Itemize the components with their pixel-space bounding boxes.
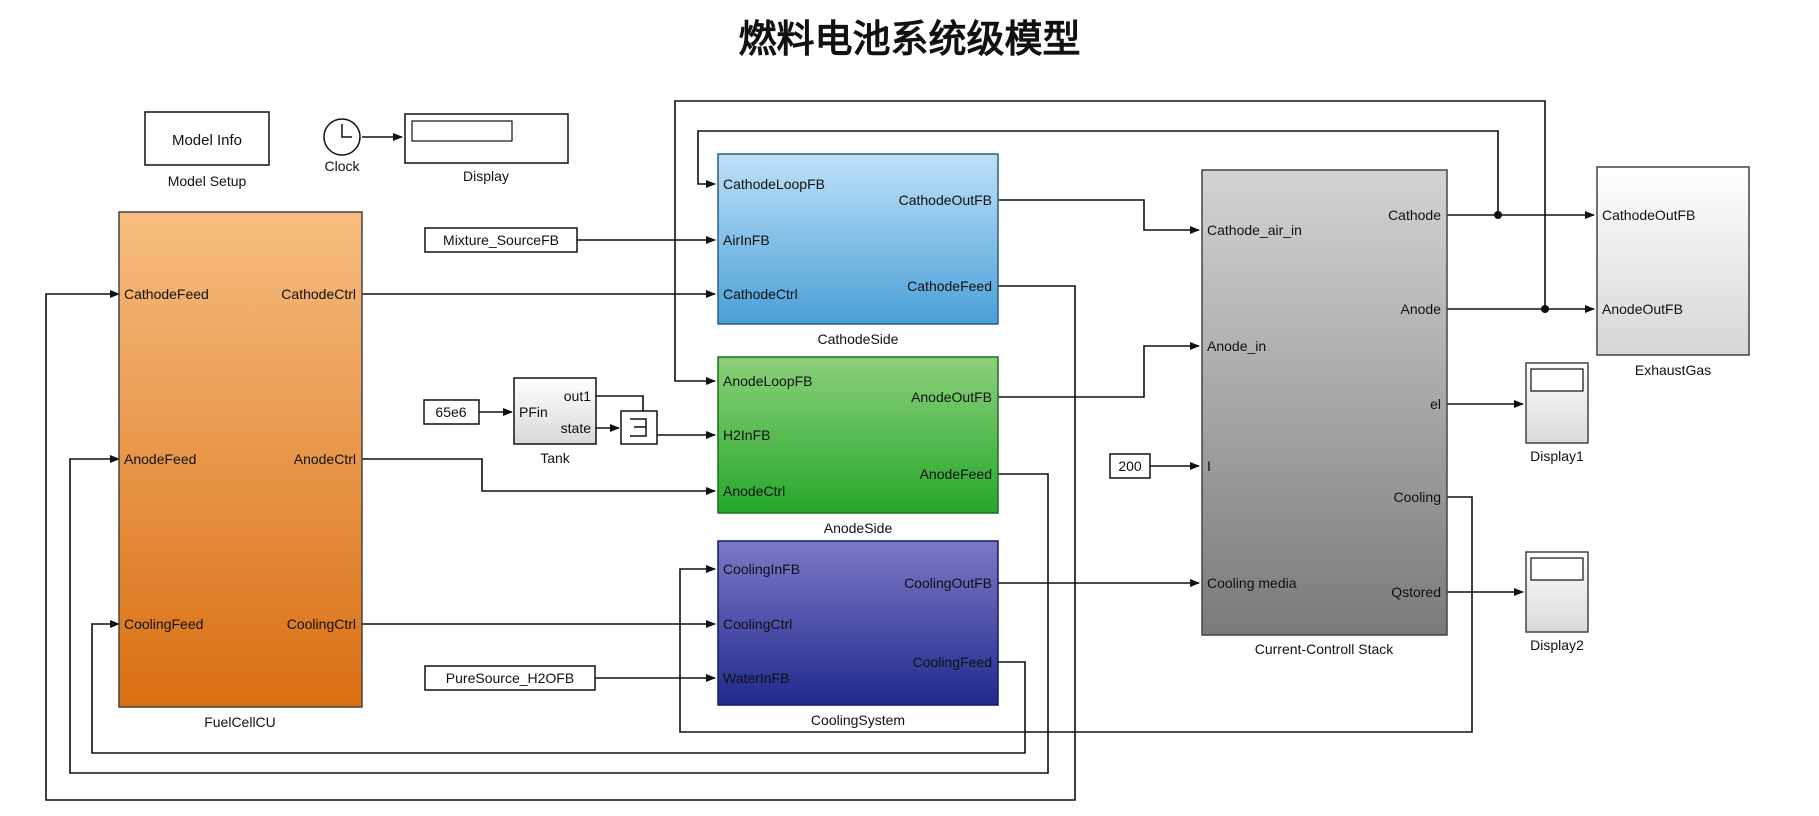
port-anode-out: Anode [1401,301,1442,317]
port-cooling-ctrl: CoolingCtrl [287,616,356,632]
wire-cathode-feed [45,285,1076,801]
terminator-block[interactable] [620,410,658,445]
current-controll-stack-block[interactable]: Cathode_air_in Anode_in I Cooling media … [1201,169,1448,657]
svg-text:65e6: 65e6 [435,404,466,420]
port-cooling-out: Cooling [1394,489,1441,505]
port-anode-ctrl: AnodeCtrl [294,451,356,467]
anode-side-block[interactable]: AnodeLoopFB H2InFB AnodeCtrl AnodeOutFB … [717,356,999,536]
tank-block[interactable]: PFin out1 state Tank [513,377,597,466]
display-block[interactable]: Display [404,113,569,184]
port-air-in-fb: AirInFB [723,232,770,248]
display1-block[interactable]: Display1 [1525,362,1589,464]
port-anode-out-fb: AnodeOutFB [911,389,992,405]
port-anode-in: Anode_in [1207,338,1266,354]
port-cooling-feed-out: CoolingFeed [913,654,992,670]
port-cathode-out: Cathode [1388,207,1441,223]
svg-text:200: 200 [1118,458,1142,474]
display2-caption: Display2 [1530,637,1584,653]
pure-source-block[interactable]: PureSource_H2OFB [424,665,596,691]
port-anode-ctrl-in: AnodeCtrl [723,483,785,499]
anode-side-caption: AnodeSide [824,520,893,536]
constant-200-visible[interactable]: 200 [1109,453,1151,479]
clock-block[interactable]: Clock [323,118,361,174]
terminator-icon [630,418,647,437]
exhaust-gas-caption: ExhaustGas [1635,362,1711,378]
model-info-block[interactable]: Model Info Model Setup [144,111,270,189]
svg-text:PureSource_H2OFB: PureSource_H2OFB [446,670,574,686]
port-out1: out1 [564,388,591,404]
port-cathode-ctrl-in: CathodeCtrl [723,286,798,302]
wire-cathode-loop-fb [697,130,1499,215]
wire-anode-out [998,342,1200,398]
port-anode-loop-fb: AnodeLoopFB [723,373,813,389]
wire-cooling-feed [91,620,1026,754]
port-cathode-air-in: Cathode_air_in [1207,222,1302,238]
svg-text:Mixture_SourceFB: Mixture_SourceFB [443,232,559,248]
port-cathode-feed: CathodeFeed [124,286,209,302]
wire-cooling-loop-fb [679,496,1473,733]
wire-anode-ctrl [362,458,716,495]
port-anode-feed: AnodeFeed [124,451,196,467]
cooling-system-caption: CoolingSystem [811,712,905,728]
stack-caption: Current-Controll Stack [1255,641,1394,657]
port-anode-feed-out: AnodeFeed [920,466,992,482]
port-cathode-ctrl: CathodeCtrl [281,286,356,302]
model-setup-caption: Model Setup [168,173,247,189]
port-el: el [1430,396,1441,412]
diagram-title: 燃料电池系统级模型 [738,17,1081,61]
fuel-cell-ecu-block[interactable]: CathodeFeed AnodeFeed CoolingFeed Cathod… [118,211,363,730]
port-exhaust-cathode-out-fb: CathodeOutFB [1602,207,1695,223]
cooling-system-block[interactable]: CoolingInFB CoolingCtrl WaterInFB Coolin… [717,540,999,728]
signal-lines [45,100,1595,801]
port-cathode-out-fb: CathodeOutFB [899,192,992,208]
svg-text:Model Info: Model Info [172,132,242,149]
port-water-in-fb: WaterInFB [723,670,789,686]
display1-caption: Display1 [1530,448,1584,464]
port-pfin: PFin [519,404,548,420]
port-cooling-out-fb: CoolingOutFB [904,575,992,591]
port-exhaust-anode-out-fb: AnodeOutFB [1602,301,1683,317]
fuel-cell-ecu-caption: FuelCellCU [204,714,276,730]
port-cooling-ctrl-in: CoolingCtrl [723,616,792,632]
port-state: state [561,420,592,436]
wire-anode-loop-fb [674,100,1546,385]
port-cooling-in-fb: CoolingInFB [723,561,800,577]
port-h2-in-fb: H2InFB [723,427,770,443]
port-qstored: Qstored [1391,584,1441,600]
tank-caption: Tank [540,450,571,466]
display2-block[interactable]: Display2 [1525,551,1589,653]
cathode-side-block[interactable]: CathodeLoopFB AirInFB CathodeCtrl Cathod… [717,153,999,347]
display-readout [411,120,513,142]
display1-readout [1530,368,1584,392]
port-cathode-loop-fb: CathodeLoopFB [723,176,825,192]
cathode-side-caption: CathodeSide [818,331,899,347]
port-cathode-feed-out: CathodeFeed [907,278,992,294]
mixture-source-block[interactable]: Mixture_SourceFB [424,227,578,253]
port-cooling-media: Cooling media [1207,575,1297,591]
wire-cathode-out [998,199,1200,234]
port-i: I [1207,458,1211,474]
exhaust-gas-block[interactable]: CathodeOutFB AnodeOutFB ExhaustGas [1596,166,1750,378]
display-caption: Display [463,168,509,184]
port-cooling-feed: CoolingFeed [124,616,203,632]
display2-readout [1530,557,1584,581]
constant-65e6-block[interactable]: 65e6 [423,399,480,425]
wire-anode-feed [69,455,1049,774]
clock-caption: Clock [324,158,360,174]
